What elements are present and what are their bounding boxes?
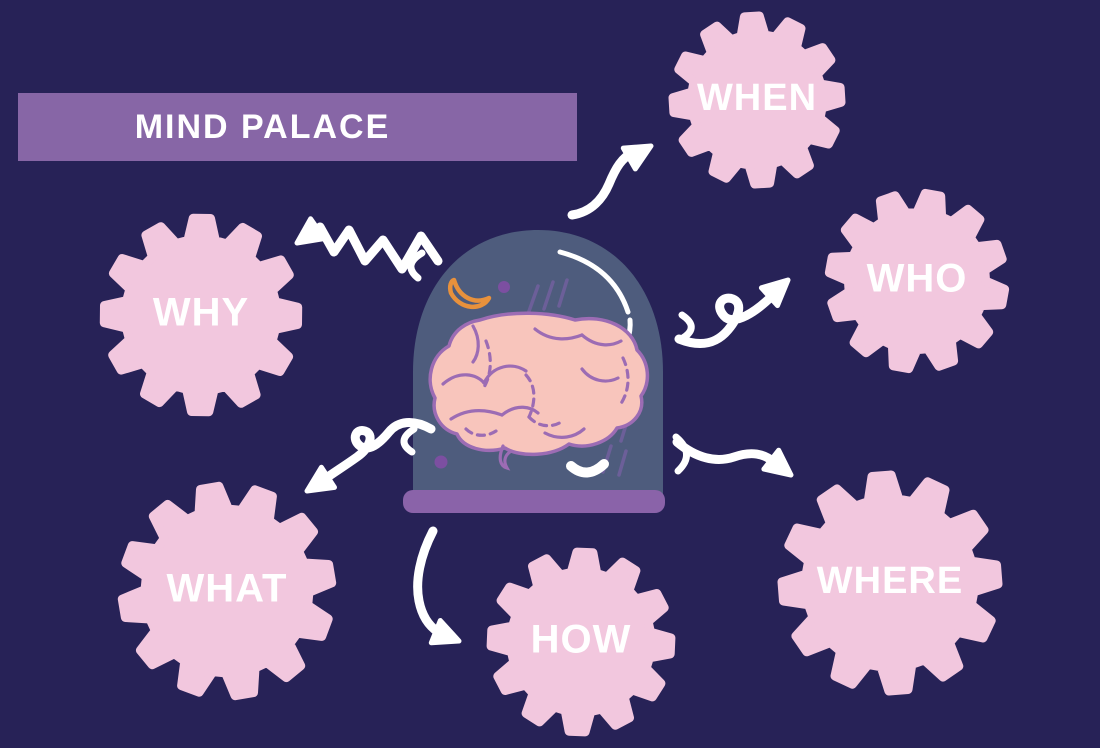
gear-icon	[777, 470, 1003, 696]
gear-label-when: WHEN	[696, 76, 818, 119]
gear-node-how: HOW	[485, 546, 677, 738]
gear-label-who: WHO	[866, 256, 968, 301]
dot-icon	[434, 455, 448, 469]
gear-node-what: WHAT	[116, 480, 338, 702]
arrow-to-when	[567, 143, 654, 220]
gear-label-how: HOW	[530, 617, 632, 662]
gear-label-why: WHY	[152, 290, 250, 335]
gear-node-where: WHERE	[776, 469, 1004, 697]
gear-icon	[824, 188, 1010, 374]
orange-crescent-icon	[447, 277, 492, 309]
arrow-to-how	[413, 526, 462, 646]
gear-icon	[668, 11, 846, 189]
gear-icon	[99, 213, 303, 417]
gear-label-where: WHERE	[816, 559, 964, 602]
sparkle-icon	[566, 459, 609, 478]
gear-node-who: WHO	[823, 187, 1011, 375]
brain-dome	[385, 222, 705, 522]
brain-icon	[428, 311, 650, 457]
gear-node-why: WHY	[98, 212, 304, 418]
dome-base	[403, 490, 665, 513]
gear-icon	[117, 481, 337, 701]
page-title: MIND PALACE	[134, 107, 391, 146]
dot-icon	[498, 281, 510, 293]
gear-node-when: WHEN	[667, 10, 847, 190]
brain-in-glass-dome-icon	[400, 230, 695, 513]
brain-folds-dashed	[464, 339, 630, 437]
gear-label-what: WHAT	[166, 566, 288, 611]
gear-icon	[486, 547, 676, 737]
title-banner: MIND PALACE	[18, 93, 577, 161]
